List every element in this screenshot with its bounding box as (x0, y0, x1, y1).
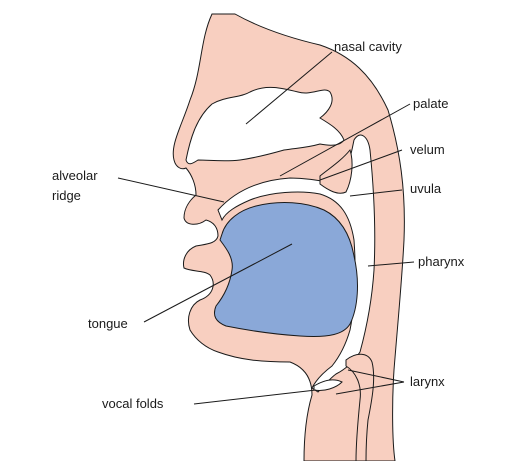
leader-uvula (349, 189, 403, 197)
larynx-shape (345, 353, 375, 461)
nasal-cavity-space (185, 86, 345, 165)
leader-palate (279, 103, 411, 177)
label-vocal-folds: vocal folds (102, 396, 164, 411)
leader-alveolar-ridge (117, 177, 225, 203)
label-tongue: tongue (88, 316, 128, 331)
label-alveolar-ridge-line1: alveolar (52, 168, 98, 183)
label-palate: palate (413, 96, 448, 111)
leader-larynx-2 (335, 381, 405, 395)
label-uvula: uvula (410, 181, 442, 196)
leader-tongue (143, 243, 293, 323)
leader-nasal-cavity (245, 51, 333, 125)
leader-pharynx (367, 261, 415, 267)
tongue-shape (213, 202, 358, 337)
vocal-fold-shape (313, 379, 343, 391)
leader-velum (319, 149, 403, 181)
velum-shape (319, 148, 353, 194)
label-pharynx: pharynx (418, 254, 465, 269)
label-nasal-cavity: nasal cavity (334, 39, 402, 54)
label-larynx: larynx (410, 374, 445, 389)
label-velum: velum (410, 142, 445, 157)
label-alveolar-ridge-line2: ridge (52, 188, 81, 203)
leader-vocal-folds (193, 389, 317, 405)
leader-larynx-1 (347, 369, 405, 383)
